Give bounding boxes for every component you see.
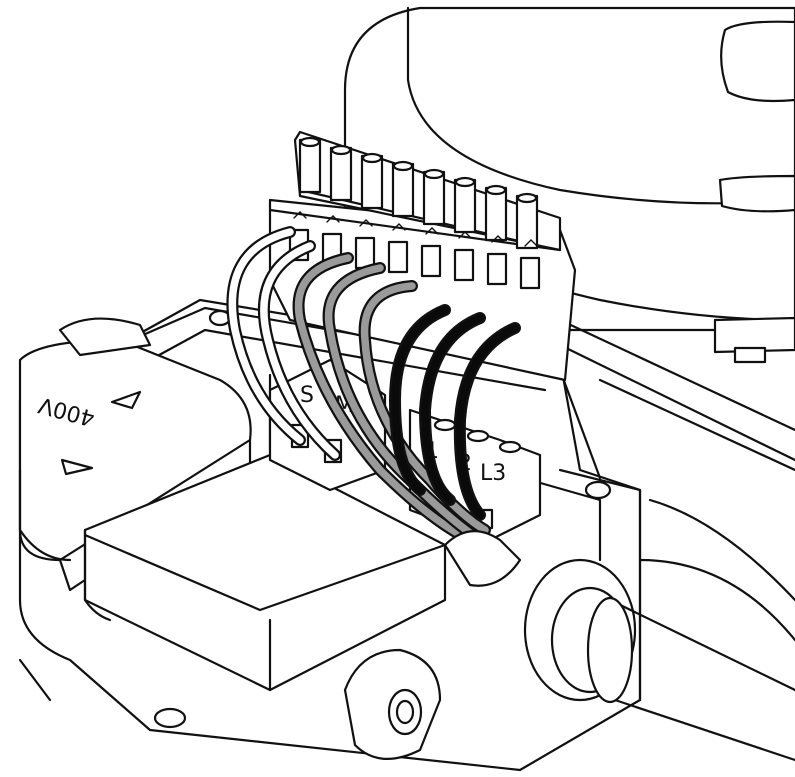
connector-clip <box>326 215 340 223</box>
terminal-label-s: S <box>300 383 314 408</box>
connector-clip <box>293 211 307 219</box>
motor-base <box>558 318 795 642</box>
arrow-up-icon <box>110 390 142 410</box>
connector-screw <box>299 136 321 148</box>
arrow-down-icon <box>60 458 94 476</box>
terminal-label-l3: L3 <box>480 461 506 486</box>
connector-socket <box>453 248 475 282</box>
connector-screw <box>423 168 445 180</box>
round-fitting <box>343 648 442 760</box>
connector-rib <box>515 194 539 250</box>
connector-socket <box>486 252 508 286</box>
connector-socket <box>519 256 541 290</box>
connector-socket <box>387 240 409 274</box>
wire <box>391 306 449 494</box>
wire-bundle <box>226 226 521 546</box>
wire <box>421 314 484 504</box>
connector-socket <box>354 236 376 270</box>
connector-rib <box>453 178 477 234</box>
connector-rib <box>391 162 415 218</box>
connector-screw <box>392 160 414 172</box>
connector-rib <box>329 146 353 202</box>
wire <box>360 282 489 534</box>
cable-grommet <box>443 530 795 762</box>
connector-clip <box>359 219 373 227</box>
connector-clip <box>392 223 406 231</box>
connector-clip <box>458 231 472 239</box>
connector-pins <box>288 136 541 290</box>
connector-screw <box>516 192 538 204</box>
wire <box>260 242 339 459</box>
wire <box>324 264 484 544</box>
connector-rib <box>298 138 322 194</box>
connector-rib <box>484 186 508 242</box>
wire <box>228 228 304 444</box>
connector-socket <box>420 244 442 278</box>
connector-clip <box>425 227 439 235</box>
connector-screw <box>485 184 507 196</box>
wire <box>456 324 519 519</box>
connector-rib <box>360 154 384 210</box>
wire <box>294 254 474 544</box>
connector-screw <box>361 152 383 164</box>
connector-screw <box>330 144 352 156</box>
connector-screw <box>454 176 476 188</box>
connector-rib <box>422 170 446 226</box>
connector-clip <box>491 235 505 243</box>
connector-clip <box>524 239 538 247</box>
